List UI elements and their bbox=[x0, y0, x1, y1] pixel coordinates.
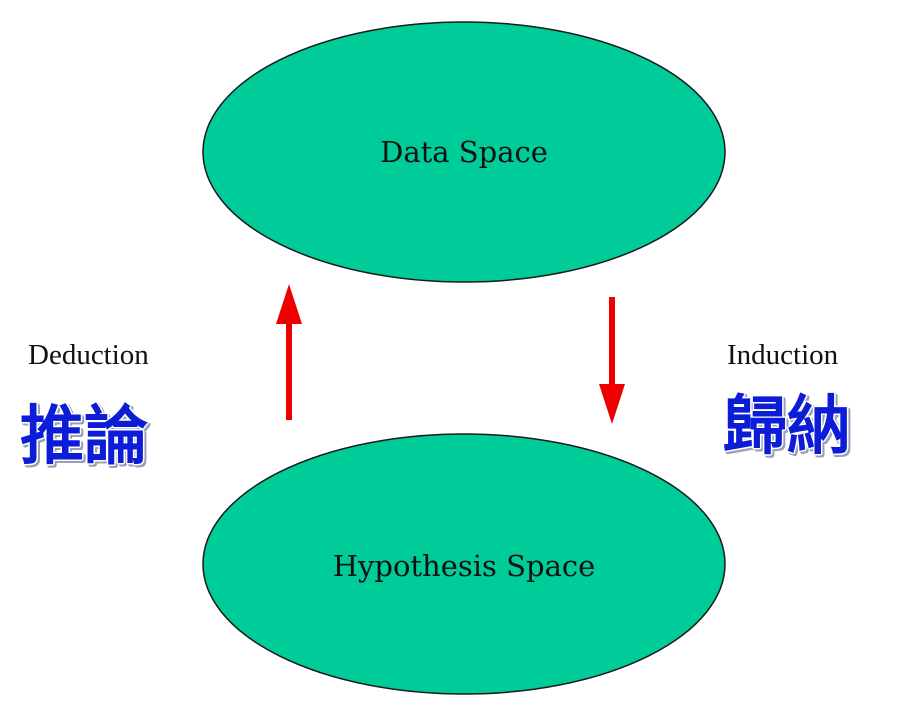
hypothesis-space-node: Hypothesis Space bbox=[202, 433, 726, 695]
data-space-ellipse bbox=[202, 21, 726, 283]
hypothesis-space-ellipse bbox=[202, 433, 726, 695]
induction-arrow bbox=[599, 297, 625, 424]
data-space-node: Data Space bbox=[202, 21, 726, 283]
deduction-cjk-label: 推論 bbox=[20, 400, 148, 474]
deduction-arrow bbox=[276, 284, 302, 420]
induction-arrow-head bbox=[599, 384, 625, 424]
data-space-label: Data Space bbox=[380, 135, 548, 169]
induction-label: Induction bbox=[727, 339, 839, 371]
deduction-label: Deduction bbox=[28, 339, 149, 371]
hypothesis-space-label: Hypothesis Space bbox=[333, 549, 596, 583]
deduction-arrow-head bbox=[276, 284, 302, 324]
induction-cjk-label: 歸納 bbox=[723, 390, 851, 464]
